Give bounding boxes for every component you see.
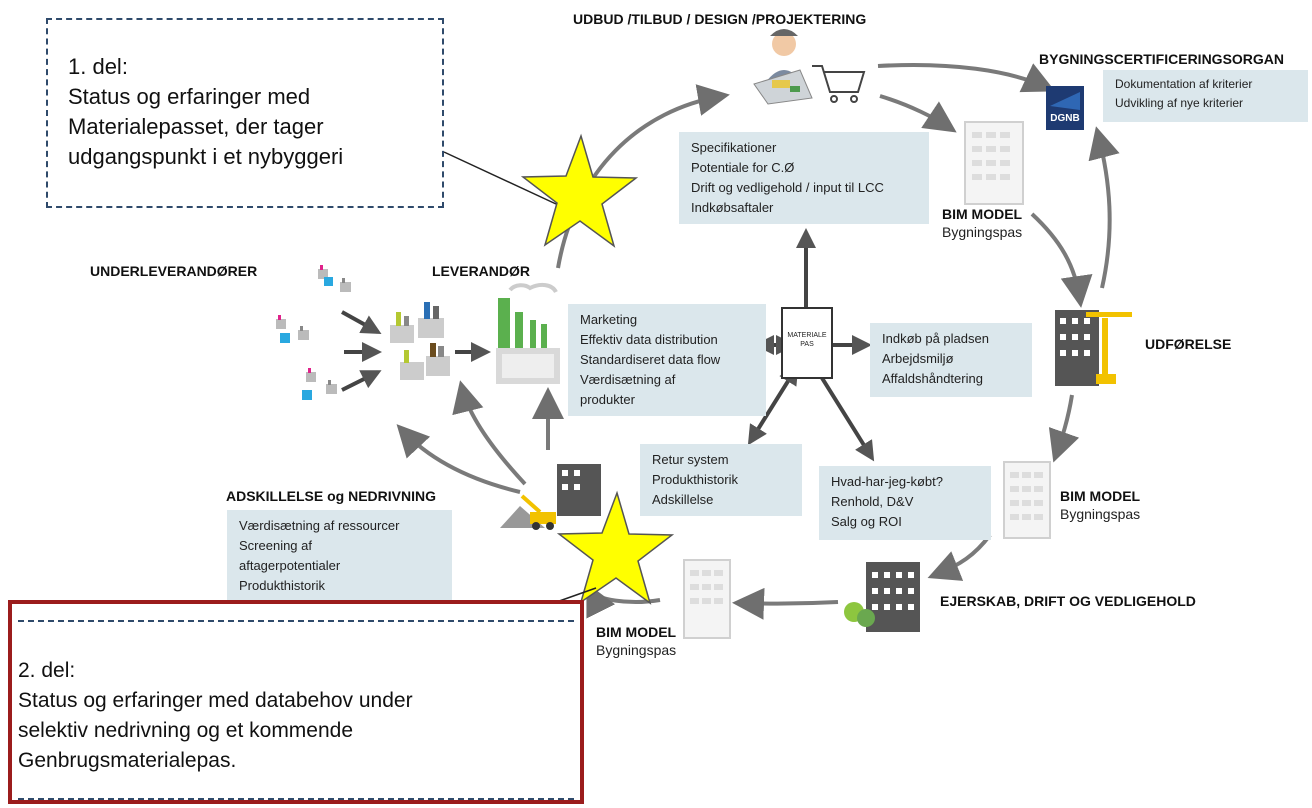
info-box-design: Specifikationer Potentiale for C.Ø Drift…: [679, 132, 929, 224]
callout2-line: selektiv nedrivning og et kommende: [18, 719, 354, 742]
info-line: Renhold, D&V: [831, 494, 914, 509]
callout-part-1: 1. del: Status og erfaringer med Materia…: [46, 18, 444, 208]
arrow-leverandor-to-design: [556, 84, 730, 269]
info-box-leverandor: Marketing Effektiv data distribution Sta…: [568, 304, 766, 416]
info-line: Adskillelse: [652, 492, 714, 507]
info-line: Specifikationer: [691, 140, 777, 155]
info-box-certificering: Dokumentation af kriterier Udvikling af …: [1103, 70, 1308, 122]
bim-model-title-2: BIM MODEL: [1060, 488, 1141, 504]
info-line: Værdisætning af: [580, 372, 676, 387]
arrow-bim-to-udforelse: [1030, 212, 1093, 308]
info-line: Standardiseret data flow: [580, 352, 721, 367]
callout1-line: udgangspunkt i et nybyggeri: [68, 144, 344, 169]
arrow-ejerskab-to-bim: [732, 587, 839, 620]
callout2-title: 2. del:: [18, 659, 76, 682]
info-line: Salg og ROI: [831, 514, 902, 529]
bim-building-icon-3: [683, 559, 731, 639]
dgnb-logo-text: DGNB: [1050, 113, 1080, 124]
callout-part-2-frame: 2. del: Status og erfaringer med databeh…: [8, 600, 584, 804]
info-line: Arbejdsmiljø: [882, 351, 954, 366]
info-line: Potentiale for C.Ø: [691, 160, 795, 175]
callout1-line: Status og erfaringer med: [68, 84, 311, 109]
bim-model-title-3: BIM MODEL: [596, 624, 677, 640]
header-leverandor: LEVERANDØR: [432, 263, 531, 279]
header-ejerskab: EJERSKAB, DRIFT OG VEDLIGEHOLD: [940, 593, 1196, 609]
demolition-icon: [500, 464, 601, 530]
callout2-line: Status og erfaringer med databehov under: [18, 689, 413, 712]
info-box-retur: Retur system Produkthistorik Adskillelse: [640, 444, 802, 516]
callout1-title: 1. del:: [68, 54, 128, 79]
arrow-udforelse-to-bim: [1048, 394, 1080, 463]
info-line: Hvad-har-jeg-købt?: [831, 474, 943, 489]
callout2-line: Genbrugsmaterialepas.: [18, 749, 237, 772]
header-udbud: UDBUD /TILBUD / DESIGN /PROJEKTERING: [573, 11, 867, 27]
arrow-adskillelse-to-under: [396, 424, 521, 494]
info-line: Indkøb på pladsen: [882, 331, 989, 346]
header-certificering: BYGNINGSCERTIFICERINGSORGAN: [1039, 51, 1285, 67]
info-line: Affaldshåndtering: [882, 371, 983, 386]
info-line: Indkøbsaftaler: [691, 200, 774, 215]
info-line: Drift og vedligehold / input til LCC: [691, 180, 884, 195]
arrow-adskillelse-to-factory2: [452, 380, 527, 486]
supply-arrows: [341, 310, 491, 392]
callout1-connector: [443, 151, 557, 205]
bim-model-subtitle-2: Bygningspas: [1060, 506, 1141, 522]
header-udforelse: UDFØRELSE: [1145, 336, 1232, 352]
info-line: Produkthistorik: [239, 578, 325, 593]
shopping-cart-icon: [812, 65, 866, 103]
info-line: Udvikling af nye kriterier: [1115, 96, 1244, 110]
ownership-building-icon: [844, 562, 920, 632]
cycle-arrows: [396, 63, 1120, 620]
info-line: aftagerpotentialer: [239, 558, 341, 573]
materialepas-box: MATERIALE PAS: [781, 307, 833, 379]
dgnb-logo: [1046, 86, 1084, 130]
info-box-udforelse: Indkøb på pladsen Arbejdsmiljø Affaldshå…: [870, 323, 1032, 397]
header-underleverandorer: UNDERLEVERANDØRER: [90, 263, 258, 279]
mid-factories: [390, 302, 450, 380]
info-line: Screening af: [239, 538, 312, 553]
info-line: produkter: [580, 392, 635, 407]
materialepas-line-2: PAS: [800, 341, 814, 348]
arrow-design-to-bim: [879, 94, 957, 133]
info-line: Værdisætning af ressourcer: [239, 518, 400, 533]
info-line: Effektiv data distribution: [580, 332, 718, 347]
bim-building-icon-2: [1003, 461, 1051, 539]
arrow-design-to-certificering: [877, 63, 1056, 93]
bim-model-subtitle-1: Bygningspas: [942, 224, 1023, 240]
arrow-udforelse-to-certificering: [1088, 126, 1120, 289]
star-1: [520, 133, 639, 248]
info-box-drift: Hvad-har-jeg-købt? Renhold, D&V Salg og …: [819, 466, 991, 540]
info-line: Dokumentation af kriterier: [1115, 77, 1253, 91]
header-adskillelse: ADSKILLELSE og NEDRIVNING: [226, 488, 437, 504]
materialepas-arrows: [747, 228, 875, 462]
bim-model-subtitle-3: Bygningspas: [596, 642, 677, 658]
leverandor-factory-icon: [496, 282, 560, 384]
callout1-line: Materialepasset, der tager: [68, 114, 324, 139]
info-box-adskillelse: Værdisætning af ressourcer Screening af …: [227, 510, 452, 602]
info-line: Retur system: [652, 452, 729, 467]
underleverandor-factories: [276, 265, 351, 400]
star-2: [556, 490, 675, 605]
info-line: Marketing: [580, 312, 638, 327]
bim-building-icon-1: [964, 121, 1024, 205]
arrow-bim-to-ejerskab: [927, 533, 992, 581]
callout-part-2: 2. del: Status og erfaringer med databeh…: [18, 620, 574, 800]
designer-icon: [753, 29, 813, 105]
bim-model-title-1: BIM MODEL: [942, 206, 1023, 222]
info-line: Produkthistorik: [652, 472, 738, 487]
materialepas-line-1: MATERIALE: [787, 332, 827, 339]
construction-crane-icon: [1055, 310, 1132, 386]
